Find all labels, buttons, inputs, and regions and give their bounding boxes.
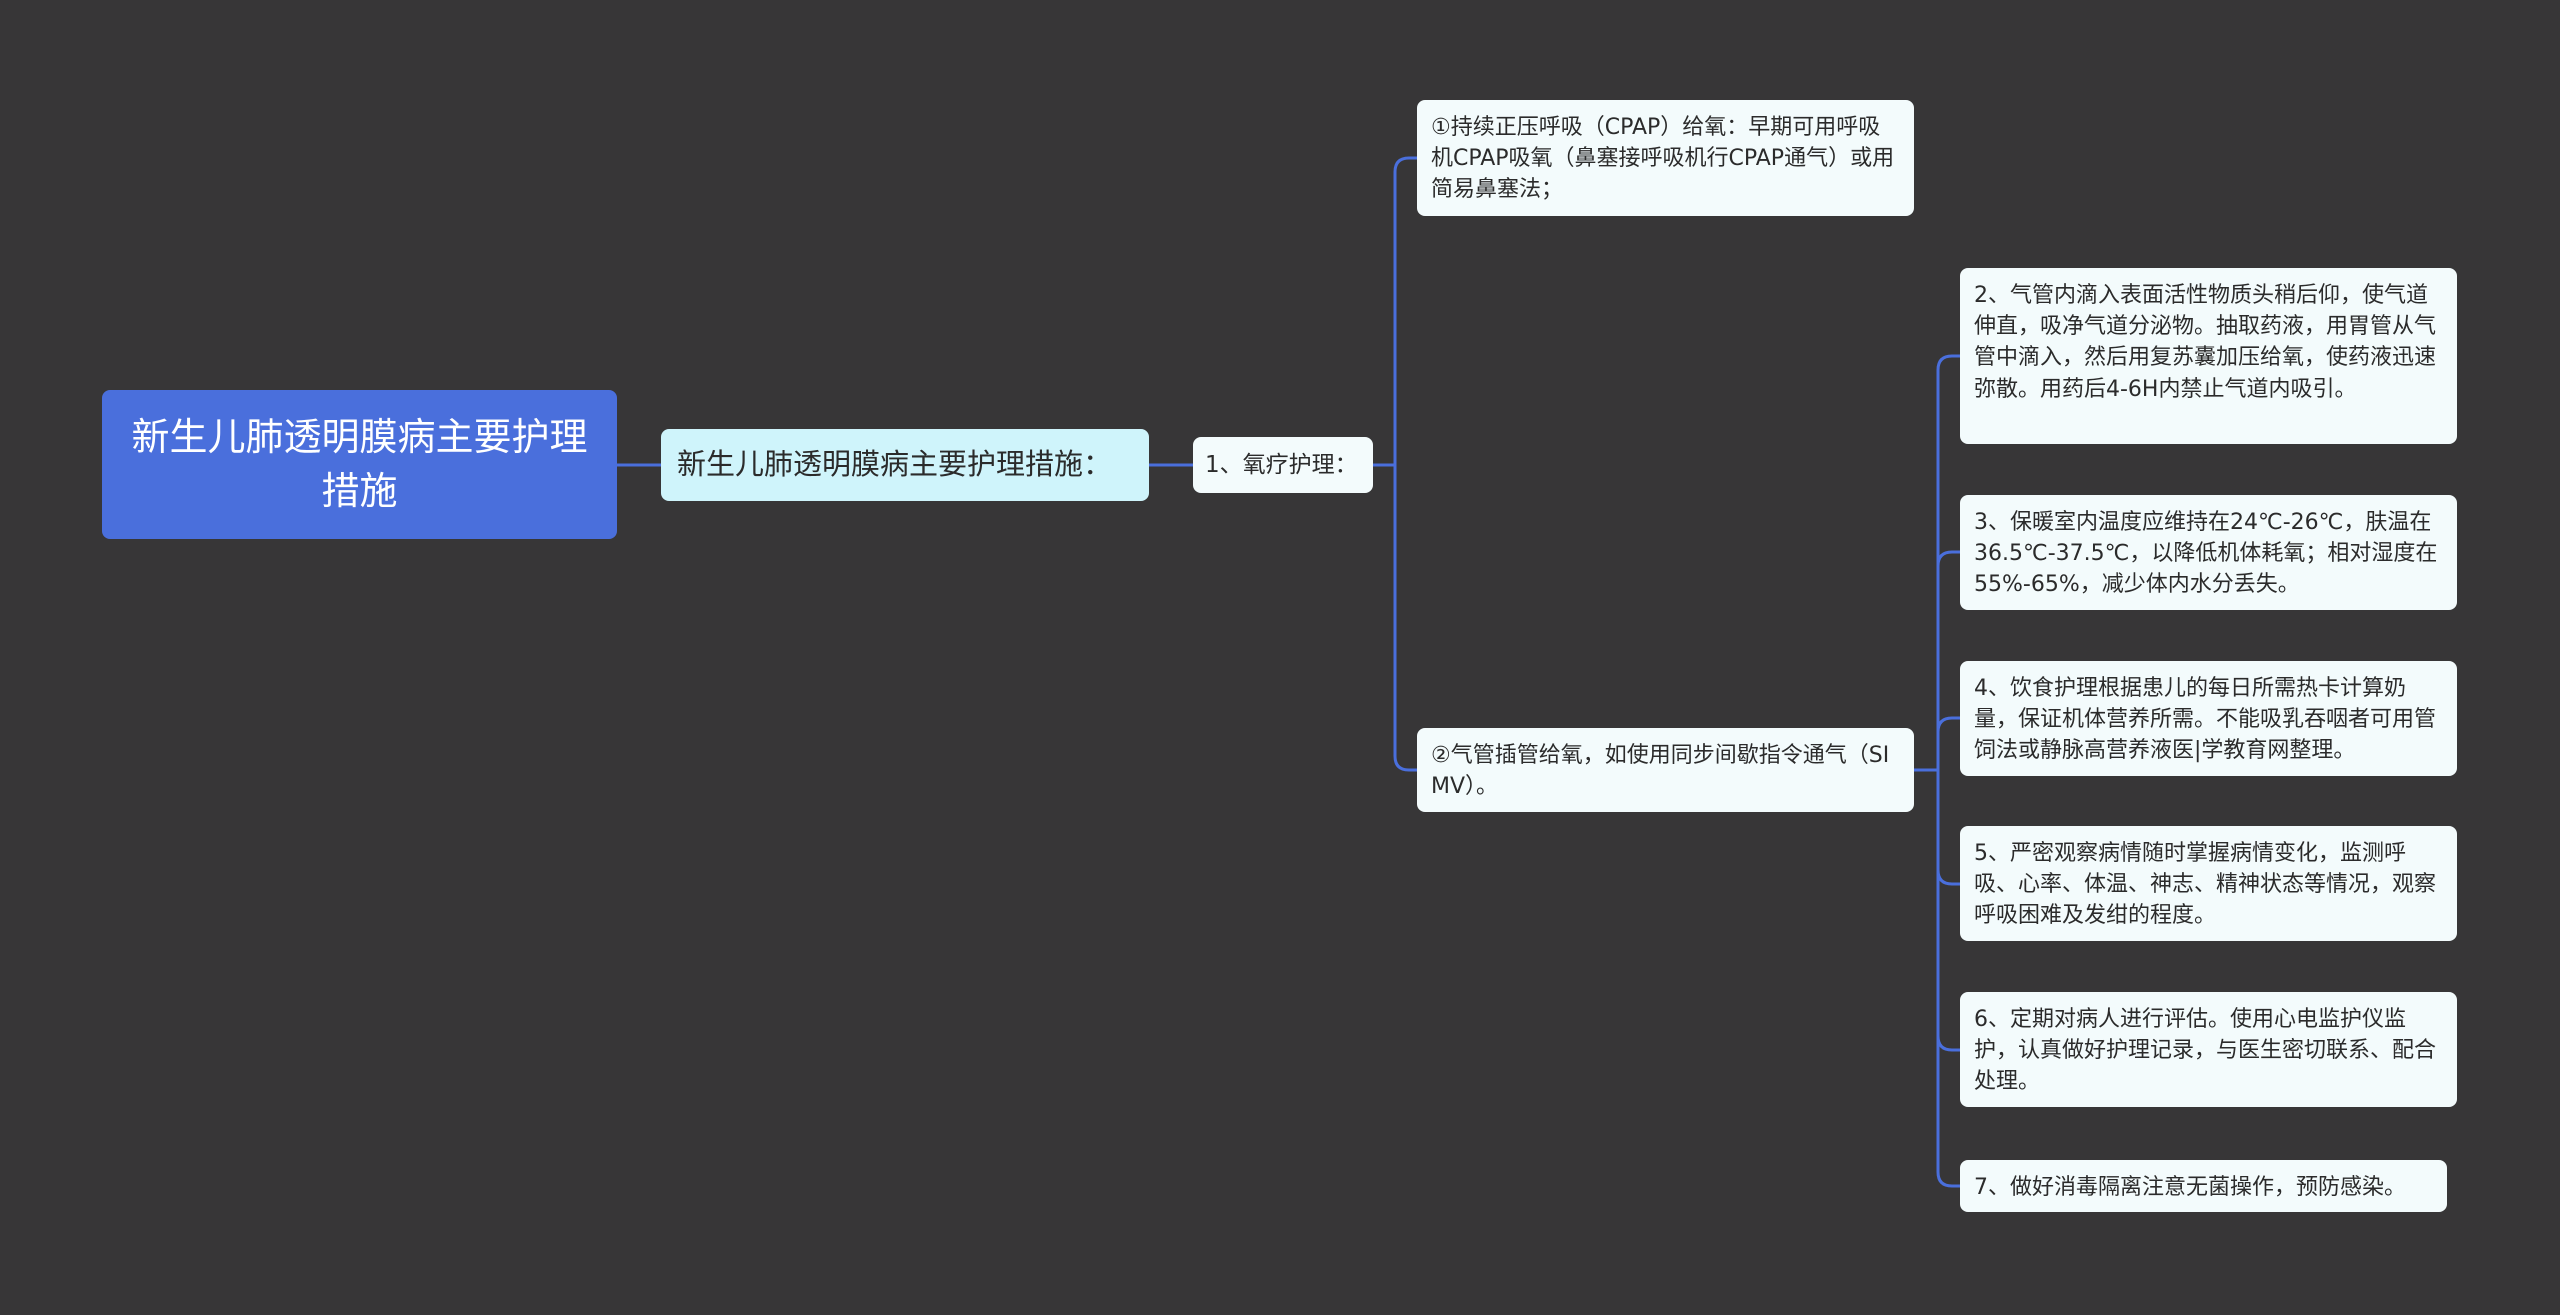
link-to-item-2 (1936, 354, 1960, 770)
cpap-topic[interactable]: ①持续正压呼吸（CPAP）给氧：早期可用呼吸机CPAP吸氧（鼻塞接呼吸机行CPA… (1417, 100, 1914, 216)
link-to-item-6 (1936, 870, 1960, 1052)
care-item-4[interactable]: 4、饮食护理根据患儿的每日所需热卡计算奶量，保证机体营养所需。不能吸乳吞咽者可用… (1960, 661, 2457, 776)
link-to-item-5 (1936, 770, 1960, 886)
care-item-5-label: 5、严密观察病情随时掌握病情变化，监测呼吸、心率、体温、神志、精神状态等情况，观… (1974, 841, 2437, 929)
root-topic-label: 新生儿肺透明膜病主要护理措施 (131, 415, 588, 513)
link-to-cpap (1393, 156, 1417, 465)
care-item-3[interactable]: 3、保暖室内温度应维持在24℃-26℃，肤温在36.5℃-37.5℃，以降低机体… (1960, 495, 2457, 610)
oxygen-therapy-label: 1、氧疗护理： (1205, 451, 1358, 478)
care-item-4-label: 4、饮食护理根据患儿的每日所需热卡计算奶量，保证机体营养所需。不能吸乳吞咽者可用… (1974, 676, 2437, 764)
link-to-item-7 (1936, 1036, 1960, 1188)
root-topic[interactable]: 新生儿肺透明膜病主要护理措施 (102, 390, 617, 539)
care-item-6[interactable]: 6、定期对病人进行评估。使用心电监护仪监护，认真做好护理记录，与医生密切联系、配… (1960, 992, 2457, 1107)
oxygen-therapy-topic[interactable]: 1、氧疗护理： (1193, 437, 1373, 493)
intubation-topic[interactable]: ②气管插管给氧，如使用同步间歇指令通气（SIMV）。 (1417, 728, 1914, 812)
intubation-label: ②气管插管给氧，如使用同步间歇指令通气（SIMV）。 (1431, 743, 1890, 800)
care-item-3-label: 3、保暖室内温度应维持在24℃-26℃，肤温在36.5℃-37.5℃，以降低机体… (1974, 510, 2438, 598)
care-item-6-label: 6、定期对病人进行评估。使用心电监护仪监护，认真做好护理记录，与医生密切联系、配… (1974, 1007, 2437, 1095)
main-branch-topic[interactable]: 新生儿肺透明膜病主要护理措施： (661, 429, 1149, 501)
link-to-intubation (1393, 465, 1417, 772)
cpap-label: ①持续正压呼吸（CPAP）给氧：早期可用呼吸机CPAP吸氧（鼻塞接呼吸机行CPA… (1431, 115, 1895, 203)
care-item-2[interactable]: 2、气管内滴入表面活性物质头稍后仰，使气道伸直，吸净气道分泌物。抽取药液，用胃管… (1960, 268, 2457, 444)
care-item-7-label: 7、做好消毒隔离注意无菌操作，预防感染。 (1974, 1175, 2406, 1200)
care-item-7[interactable]: 7、做好消毒隔离注意无菌操作，预防感染。 (1960, 1160, 2447, 1212)
care-item-2-label: 2、气管内滴入表面活性物质头稍后仰，使气道伸直，吸净气道分泌物。抽取药液，用胃管… (1974, 283, 2437, 402)
link-to-item-4 (1936, 716, 1960, 733)
main-branch-label: 新生儿肺透明膜病主要护理措施： (677, 447, 1113, 482)
link-to-item-3 (1936, 550, 1960, 567)
care-item-5[interactable]: 5、严密观察病情随时掌握病情变化，监测呼吸、心率、体温、神志、精神状态等情况，观… (1960, 826, 2457, 941)
